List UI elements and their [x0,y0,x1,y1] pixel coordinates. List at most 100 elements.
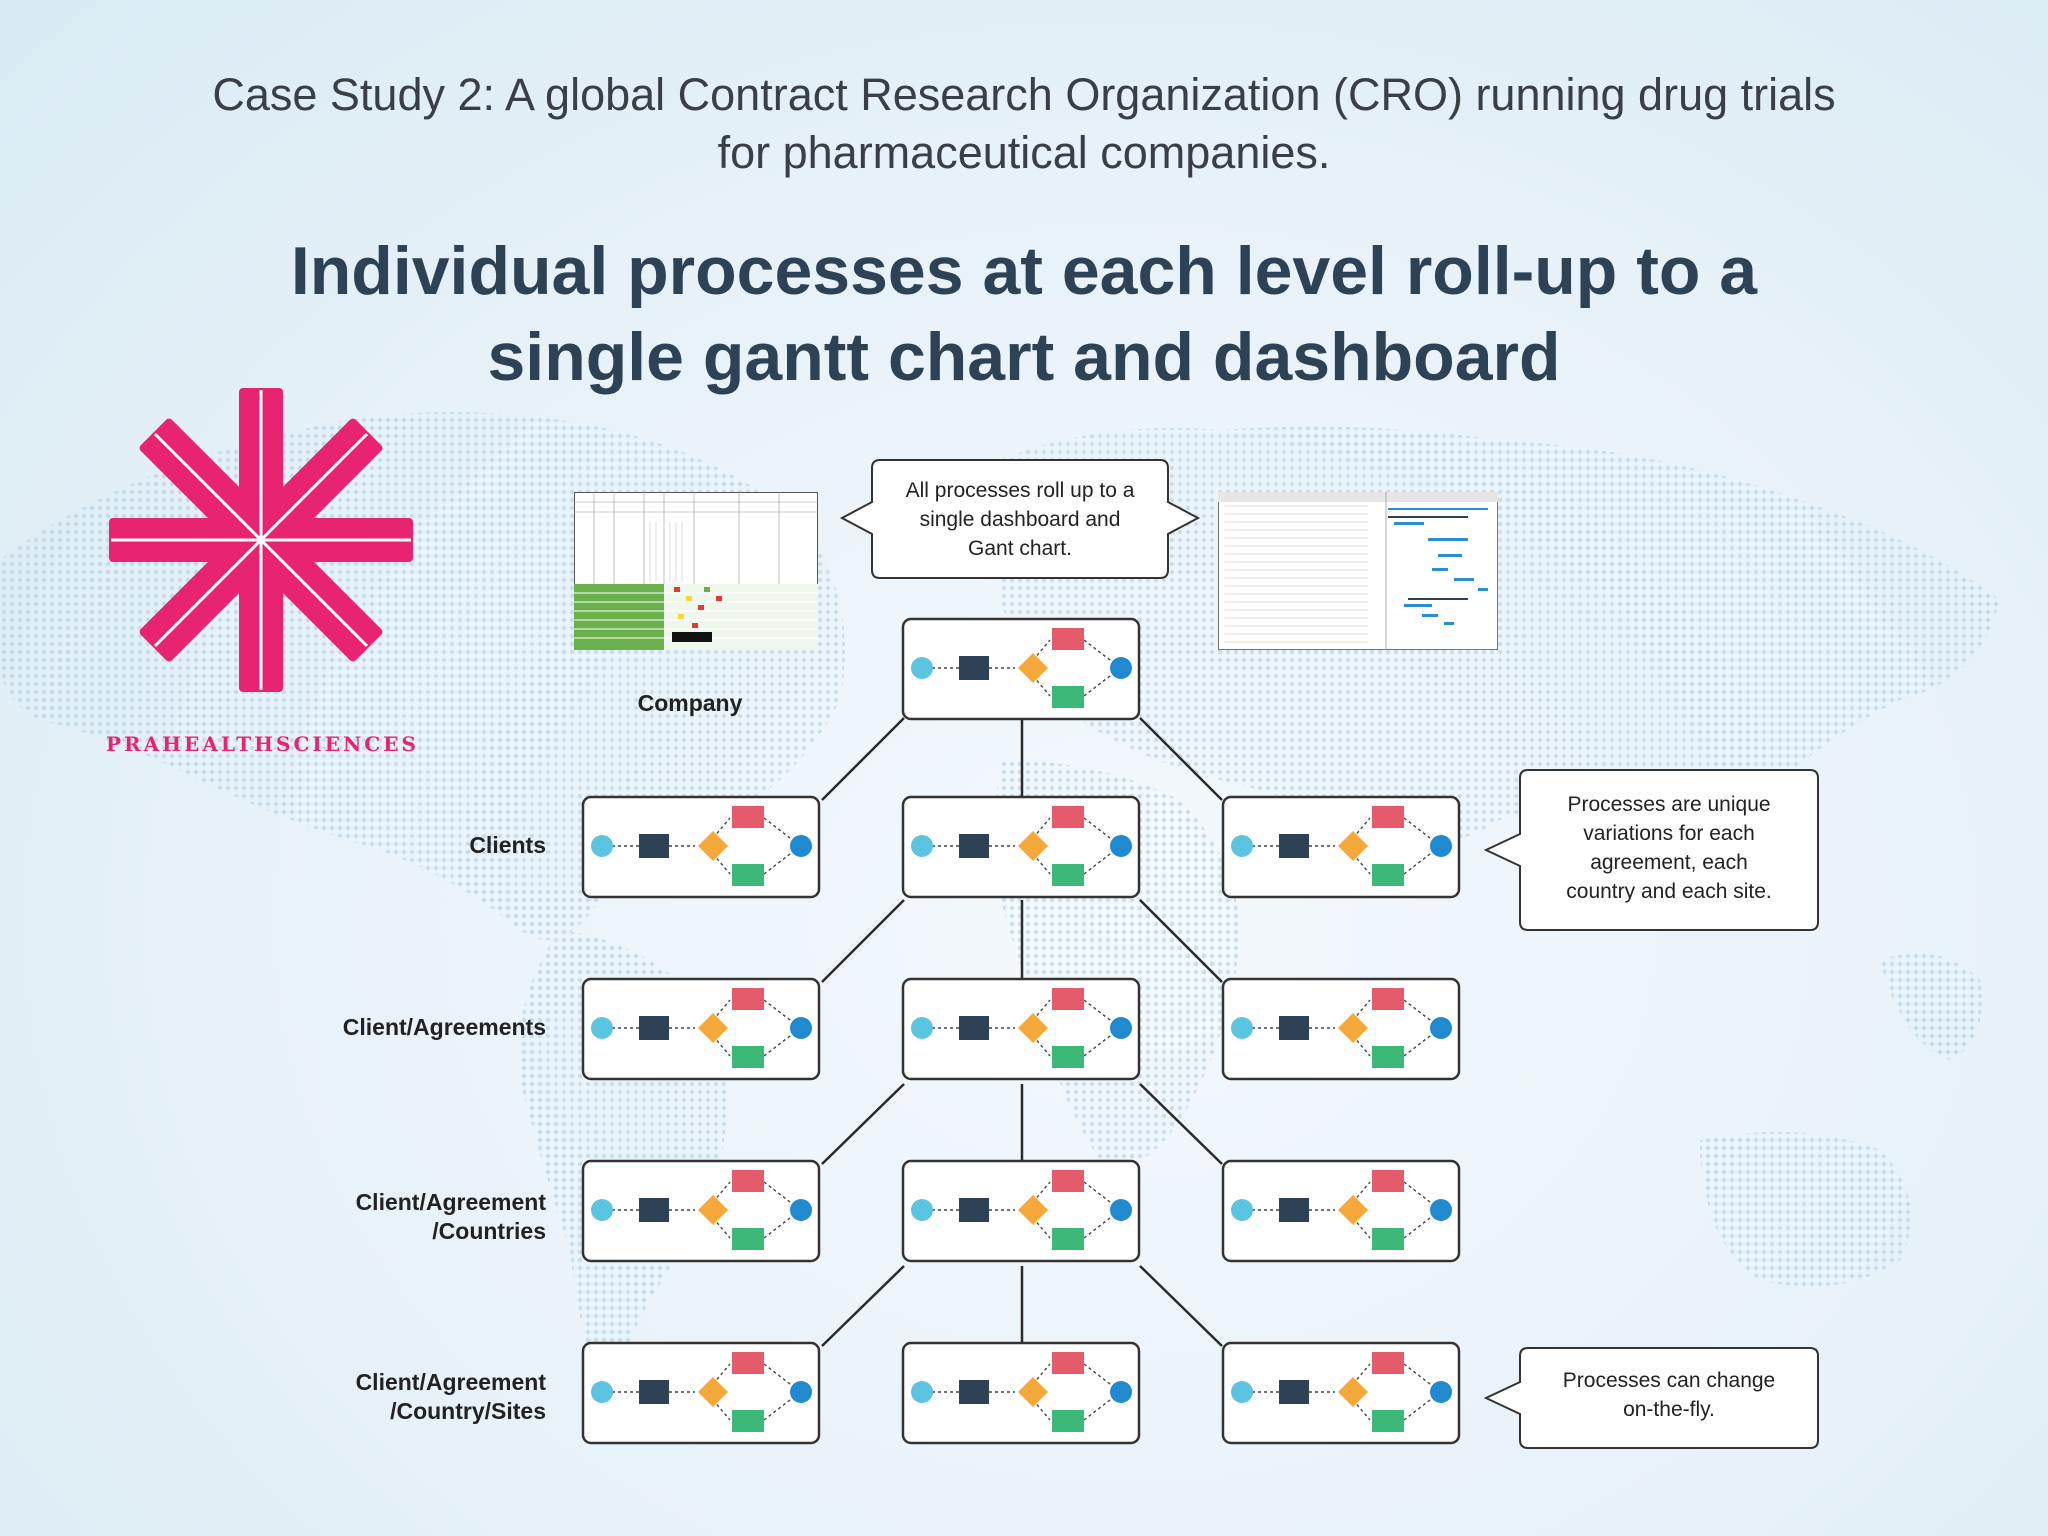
start-event-icon [1231,835,1253,857]
gateway-icon [698,1377,728,1407]
subtitle: Case Study 2: A global Contract Research… [0,66,2048,182]
branch-task-icon [732,1046,764,1068]
branch-task-icon [1052,686,1084,708]
branch-task-icon [1372,1046,1404,1068]
level-label-text: Clients [469,832,546,858]
gateway-icon [1338,1195,1368,1225]
process-flow-box [901,795,1141,899]
end-event-icon [1110,1199,1132,1221]
callout-change: Processes can change on-the-fly. [1522,1366,1816,1424]
end-event-icon [790,1381,812,1403]
start-event-icon [911,835,933,857]
branch-task-icon [1052,988,1084,1010]
callout-rollup-line: Gant chart. [968,537,1072,560]
branch-task-icon [1372,1410,1404,1432]
level-label-text: /Country/Sites [390,1398,546,1424]
process-flow-box [1221,1341,1461,1445]
branch-task-icon [1372,1170,1404,1192]
callout-unique-line: variations for each [1583,822,1755,845]
branch-task-icon [1052,1170,1084,1192]
end-event-icon [1110,657,1132,679]
task-icon [959,1380,989,1404]
end-event-icon [790,835,812,857]
end-event-icon [1430,1017,1452,1039]
branch-task-icon [732,864,764,886]
callout-unique: Processes are unique variations for each… [1522,790,1816,906]
branch-task-icon [1052,806,1084,828]
callout-rollup-line: All processes roll up to a [905,479,1135,502]
level-label-text: Client/Agreement [355,1369,546,1395]
branch-task-icon [732,988,764,1010]
gateway-icon [1018,653,1048,683]
end-event-icon [1430,835,1452,857]
subtitle-line-1: Case Study 2: A global Contract Research… [212,69,1836,120]
callout-rollup-line: single dashboard and [919,508,1121,531]
end-event-icon [1110,1381,1132,1403]
logo-wordmark: PRAHEALTHSCIENCES [106,732,419,756]
task-icon [1279,1016,1309,1040]
process-flow-box [581,977,821,1081]
start-event-icon [911,657,933,679]
branch-task-icon [1052,1228,1084,1250]
start-event-icon [591,1381,613,1403]
task-icon [959,1016,989,1040]
branch-task-icon [1052,864,1084,886]
level-label-text: Client/Agreement [355,1189,546,1215]
start-event-icon [1231,1199,1253,1221]
task-icon [959,834,989,858]
level-label-company: Company [637,690,743,716]
process-flow-box [901,1341,1141,1445]
callout-unique-line: agreement, each [1590,851,1748,874]
process-flow-box [1221,1159,1461,1263]
start-event-icon [591,835,613,857]
process-flow-box [901,1159,1141,1263]
end-event-icon [1430,1199,1452,1221]
level-label-text: Client/Agreements [342,1014,546,1040]
pra-logo-icon [109,388,413,692]
start-event-icon [1231,1017,1253,1039]
task-icon [1279,1198,1309,1222]
branch-task-icon [1372,864,1404,886]
branch-task-icon [1372,1228,1404,1250]
process-flow-box [1221,977,1461,1081]
level-label-text: /Countries [432,1218,546,1244]
title-line-2: single gantt chart and dashboard [487,319,1561,395]
branch-task-icon [732,1352,764,1374]
start-event-icon [911,1199,933,1221]
level-label-agreements: Client/Agreements [246,1013,546,1042]
process-flow-box [581,1159,821,1263]
page-title: Individual processes at each level roll-… [0,228,2048,400]
callout-change-line: Processes can change [1562,1369,1776,1392]
end-event-icon [1110,835,1132,857]
branch-task-icon [1052,1352,1084,1374]
end-event-icon [790,1017,812,1039]
branch-task-icon [732,1410,764,1432]
process-flow-box [901,617,1141,721]
start-event-icon [591,1017,613,1039]
task-icon [1279,1380,1309,1404]
branch-task-icon [732,806,764,828]
gateway-icon [1338,831,1368,861]
level-label-sites: Client/Agreement /Country/Sites [246,1368,546,1426]
process-flow-box [581,795,821,899]
gateway-icon [1018,831,1048,861]
task-icon [959,1198,989,1222]
end-event-icon [790,1199,812,1221]
callout-rollup: All processes roll up to a single dashbo… [874,476,1166,563]
task-icon [639,1380,669,1404]
branch-task-icon [1052,1046,1084,1068]
start-event-icon [591,1199,613,1221]
gateway-icon [1338,1377,1368,1407]
task-icon [1279,834,1309,858]
gateway-icon [1018,1013,1048,1043]
branch-task-icon [1052,628,1084,650]
level-label-clients: Clients [246,831,546,860]
end-event-icon [1110,1017,1132,1039]
branch-task-icon [732,1170,764,1192]
task-icon [959,656,989,680]
callout-unique-line: Processes are unique [1567,793,1771,816]
gateway-icon [1018,1377,1048,1407]
